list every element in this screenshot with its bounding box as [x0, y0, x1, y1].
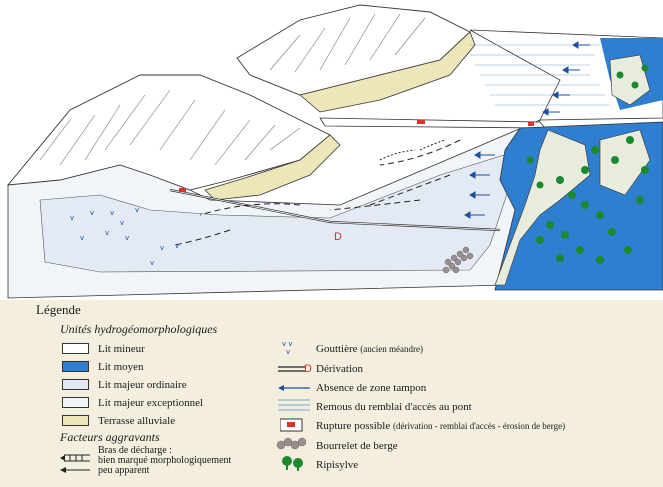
svg-text:v: v [175, 242, 179, 250]
rupture-text: Rupture possible [316, 420, 391, 432]
rupture-marker [179, 188, 186, 192]
svg-text:v: v [160, 244, 164, 252]
terrasse-label: Terrasse alluviale [98, 415, 176, 427]
rupture-note: (dérivation - remblai d'accès - érosion … [393, 421, 566, 431]
bourrelet-icon [276, 437, 306, 450]
lit-majeur-ordinaire-label: Lit majeur ordinaire [98, 379, 187, 391]
svg-text:v: v [286, 348, 290, 356]
lit-majeur-exceptionnel-label: Lit majeur exceptionnel [98, 397, 204, 409]
lit-moyen-label: Lit moyen [98, 361, 144, 373]
bourrelet-label: Bourrelet de berge [316, 440, 398, 452]
bourrelet-de-berge [442, 246, 474, 274]
gouttiere-text: Gouttière [316, 343, 358, 355]
ripisylve-trees [526, 64, 649, 264]
svg-text:v: v [120, 219, 124, 227]
terrasse-swatch [62, 415, 89, 426]
lit-moyen-swatch [62, 361, 89, 372]
svg-text:v: v [150, 259, 154, 267]
gouttiere-note: (ancien méandre) [360, 344, 424, 354]
lit-mineur-channel [494, 129, 591, 286]
remous-icon [278, 399, 310, 411]
svg-text:v: v [90, 209, 94, 217]
svg-text:v: v [80, 234, 84, 242]
gouttiere-icon: v v v [282, 340, 293, 356]
derivation-icon [278, 366, 306, 372]
terrace-front [204, 134, 341, 201]
svg-text:v: v [110, 209, 114, 217]
svg-text:v v: v v [282, 340, 293, 348]
svg-text:v: v [70, 214, 74, 222]
derivation-label: Dérivation [316, 363, 364, 375]
svg-text:v: v [135, 206, 139, 214]
svg-text:v: v [125, 234, 129, 242]
absence-label: Absence de zone tampon [316, 382, 427, 394]
lit-mineur-label: Lit mineur [98, 343, 145, 355]
ripisylve-icon [282, 456, 303, 471]
lit-mineur-swatch [62, 343, 89, 354]
svg-text:v: v [105, 229, 109, 237]
derivation-code: D [304, 363, 312, 375]
bras-marked-icon [60, 454, 90, 462]
rupture-label: Rupture possible (dérivation - remblai d… [316, 421, 565, 432]
lit-majeur-ordinaire-swatch [62, 379, 89, 390]
derivation-marker: D [334, 231, 342, 243]
factors-heading: Facteurs aggravants [60, 430, 160, 444]
rupture-icon [280, 418, 303, 432]
absence-arrow-icon [278, 385, 310, 391]
bras-marked-label: bien marqué morphologiquement [98, 455, 232, 466]
bras-faint-label: peu apparent [98, 465, 150, 476]
bras-faint-icon [60, 467, 90, 473]
units-heading: Unités hydrogéomorphologiques [60, 322, 218, 336]
remous-label: Remous du remblai d'accès au pont [316, 401, 472, 413]
lit-majeur-exceptionnel-swatch [62, 397, 89, 408]
bras-heading: Bras de décharge : [98, 445, 172, 456]
rupture-marker [528, 122, 534, 126]
rupture-marker [417, 120, 425, 124]
ripisylve-label: Ripisylve [316, 459, 359, 471]
gouttiere-label: Gouttière (ancien méandre) [316, 344, 423, 355]
legend-title: Légende [36, 302, 81, 317]
absence-zone-tampon-arrows [464, 151, 495, 219]
legend-panel: Légende Unités hydrogéomorphologiques Li… [0, 300, 663, 487]
